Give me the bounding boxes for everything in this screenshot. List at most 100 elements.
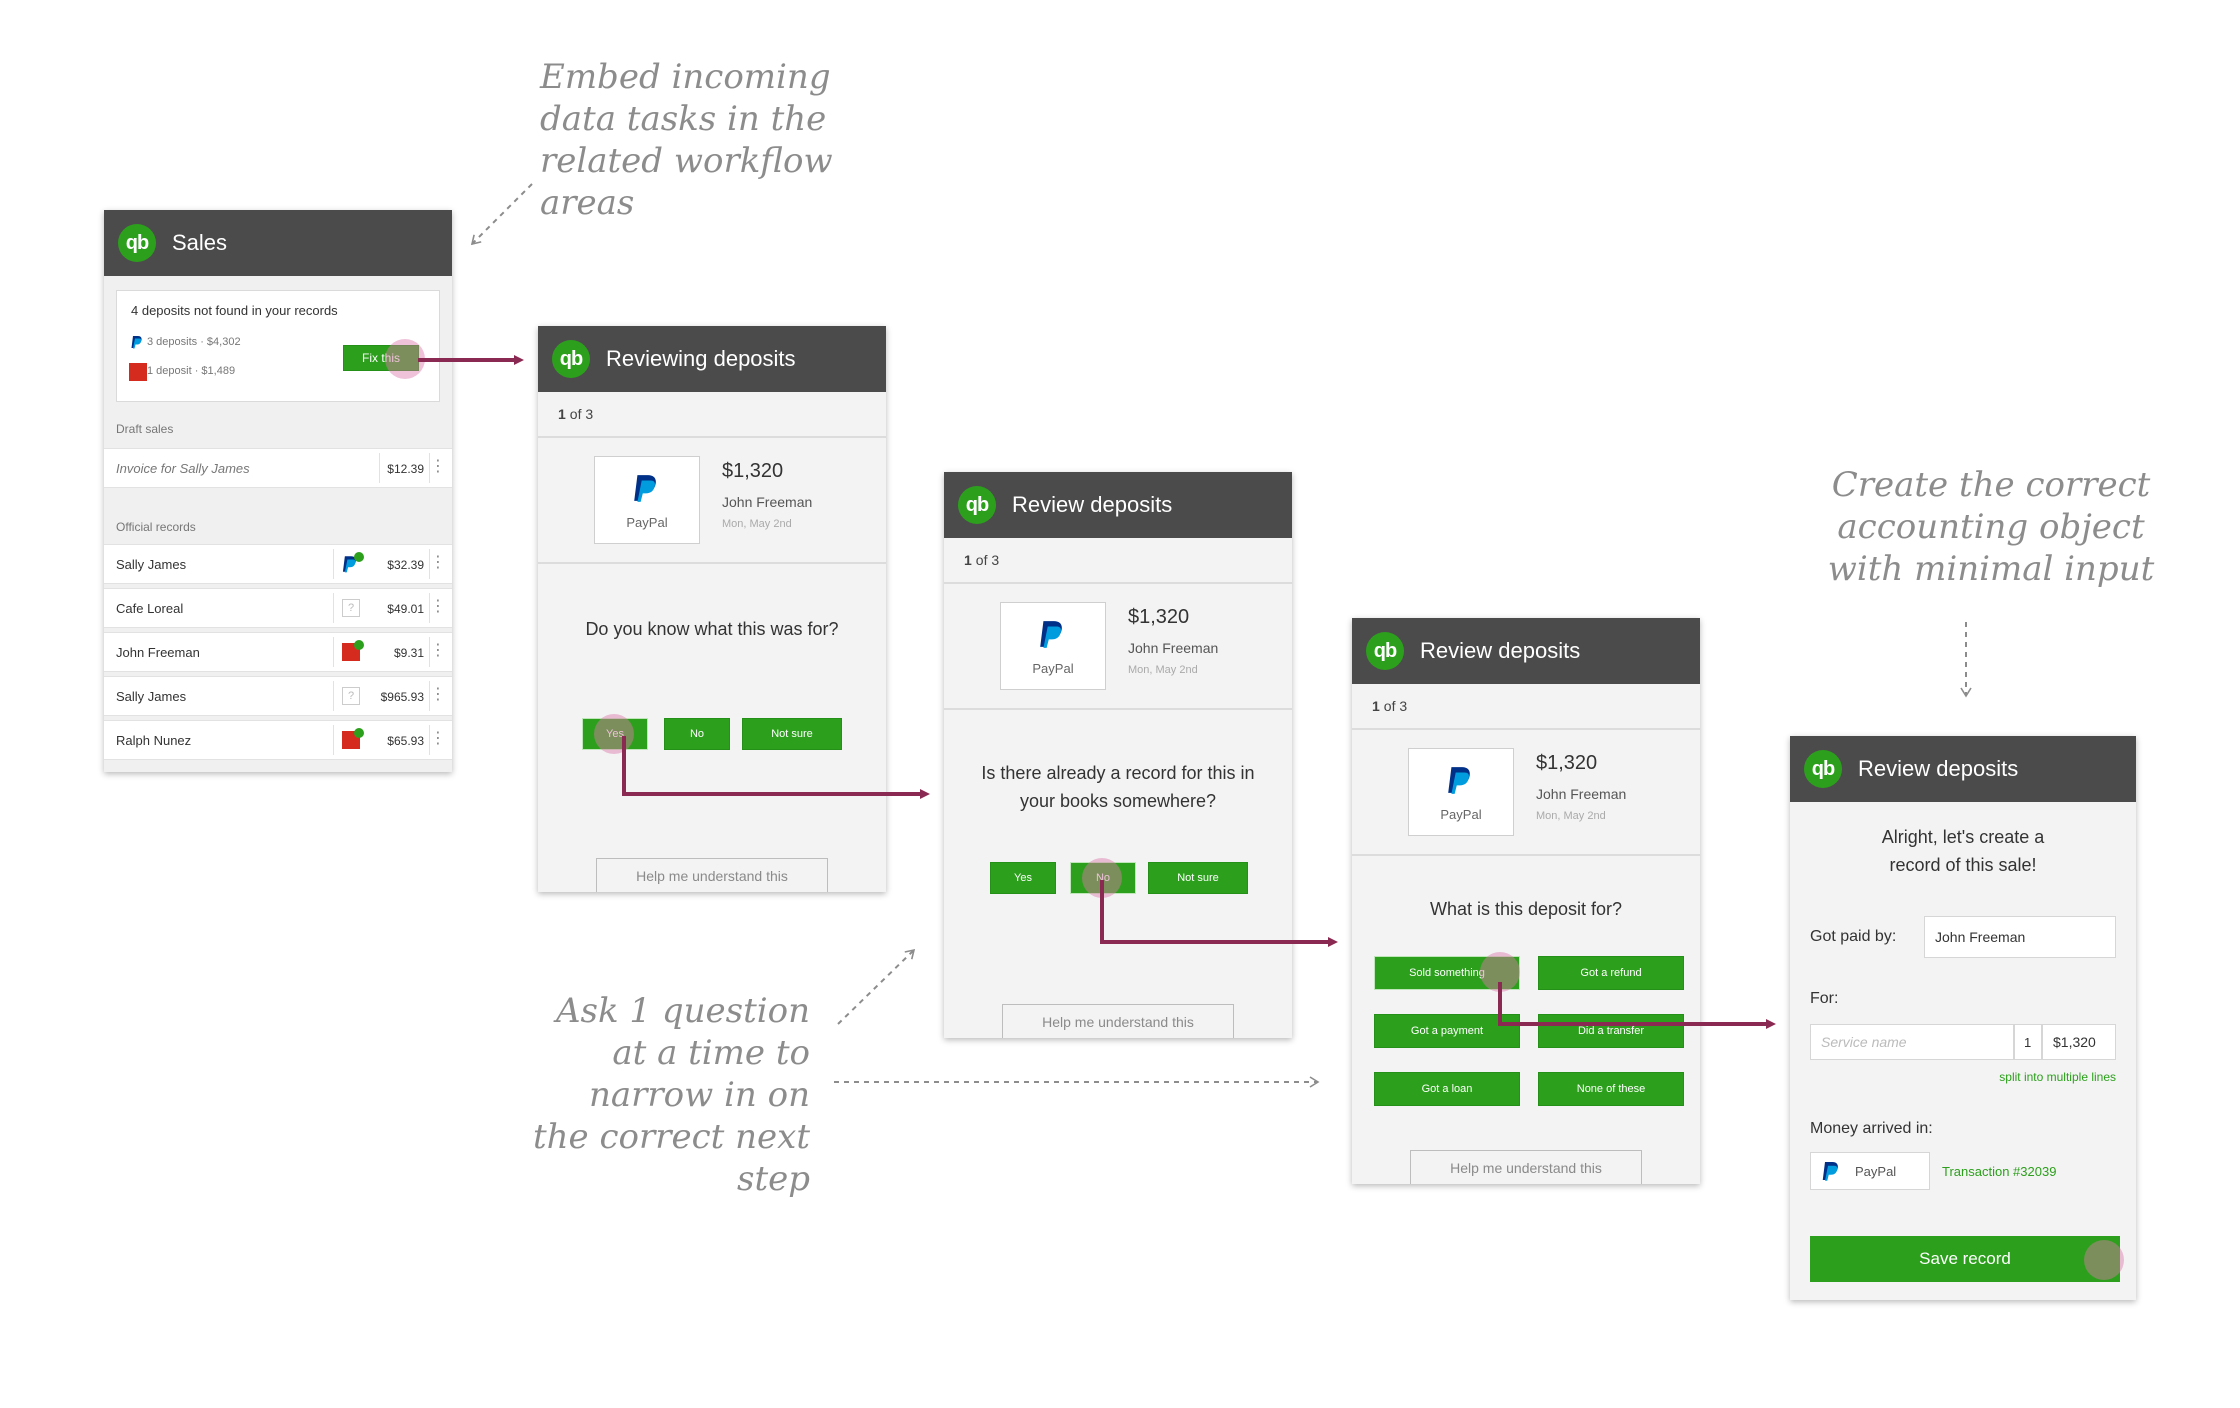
touch-indicator — [594, 714, 634, 754]
deposit-counter: 1 of 3 — [944, 538, 1292, 584]
panel-header: qb Review deposits — [1790, 736, 2136, 802]
record-amount: $65.93 — [387, 734, 424, 748]
more-options-icon[interactable]: ⋮ — [430, 730, 446, 747]
money-arrived-label: Money arrived in: — [1810, 1120, 1933, 1137]
more-options-icon[interactable]: ⋮ — [430, 554, 446, 571]
record-row[interactable]: John Freeman $9.31 ⋮ — [104, 632, 452, 672]
no-button[interactable]: No — [664, 718, 730, 750]
got-a-payment-button[interactable]: Got a payment — [1374, 1014, 1520, 1048]
not-sure-button[interactable]: Not sure — [742, 718, 842, 750]
record-name: Sally James — [116, 689, 187, 704]
bank-icon — [129, 363, 147, 381]
not-sure-button[interactable]: Not sure — [1148, 862, 1248, 894]
customer-field[interactable]: John Freeman — [1924, 916, 2116, 958]
matched-check-icon — [354, 552, 364, 562]
paypal-label: PayPal — [626, 515, 668, 530]
record-row[interactable]: Sally James $32.39 ⋮ — [104, 544, 452, 584]
transaction-link[interactable]: Transaction #32039 — [1942, 1164, 2057, 1179]
annotation-create: Create the correct accounting object wit… — [1827, 465, 2155, 589]
sales-body: 4 deposits not found in your records 3 d… — [104, 276, 452, 772]
unknown-icon: ? — [342, 687, 360, 705]
divider — [333, 637, 334, 667]
counter-total: of 3 — [1383, 698, 1408, 714]
reviewing-deposits-panel: qb Reviewing deposits 1 of 3 PayPal $1,3… — [538, 326, 886, 892]
paypal-tile: PayPal — [1408, 748, 1514, 836]
deposit-counter: 1 of 3 — [1352, 684, 1700, 730]
review-deposits-panel-record: qb Review deposits 1 of 3 PayPal $1,320 … — [944, 472, 1292, 1038]
divider — [429, 637, 430, 667]
alert-row-paypal: 3 deposits · $4,302 — [147, 336, 241, 348]
touch-indicator — [385, 339, 425, 379]
panel-title: Review deposits — [1012, 492, 1173, 517]
draft-row[interactable]: Invoice for Sally James $12.39 ⋮ — [104, 448, 452, 488]
annotation-arrow-ask-up — [837, 948, 916, 1025]
bank-icon — [342, 640, 364, 661]
panel-header: qb Review deposits — [944, 472, 1292, 538]
yes-button[interactable]: Yes — [990, 862, 1056, 894]
deposit-date: Mon, May 2nd — [1536, 810, 1606, 822]
panel-header: qb Reviewing deposits — [538, 326, 886, 392]
review-deposits-panel-purpose: qb Review deposits 1 of 3 PayPal $1,320 … — [1352, 618, 1700, 1184]
record-amount: $965.93 — [380, 690, 424, 704]
deposit-amount: $1,320 — [722, 460, 784, 482]
more-options-icon[interactable]: ⋮ — [430, 458, 446, 475]
deposit-payer: John Freeman — [1128, 640, 1219, 656]
split-lines-link[interactable]: split into multiple lines — [1999, 1070, 2116, 1084]
record-name: Cafe Loreal — [116, 601, 184, 616]
panel-title: Review deposits — [1420, 638, 1581, 663]
service-name-field[interactable]: Service name — [1810, 1024, 2014, 1060]
divider — [379, 453, 380, 483]
none-of-these-button[interactable]: None of these — [1538, 1072, 1684, 1106]
bank-icon — [342, 728, 364, 749]
help-button[interactable]: Help me understand this — [1410, 1150, 1642, 1184]
intro-line-1: Alright, let's create a — [1881, 827, 2045, 847]
annotation-ask: Ask 1 question at a time to narrow in on… — [533, 991, 810, 1199]
paypal-icon — [1039, 619, 1065, 654]
got-a-refund-button[interactable]: Got a refund — [1538, 956, 1684, 990]
got-a-loan-button[interactable]: Got a loan — [1374, 1072, 1520, 1106]
help-button[interactable]: Help me understand this — [1002, 1004, 1234, 1038]
divider — [429, 549, 430, 579]
unknown-icon: ? — [342, 599, 360, 617]
yes-button[interactable]: Yes — [582, 718, 648, 750]
more-options-icon[interactable]: ⋮ — [430, 686, 446, 703]
quickbooks-logo: qb — [1804, 750, 1842, 788]
save-record-button[interactable]: Save record — [1810, 1236, 2120, 1282]
deposits-alert-card: 4 deposits not found in your records 3 d… — [116, 290, 440, 402]
question-line-1: Is there already a record for this in — [981, 763, 1255, 783]
alert-title: 4 deposits not found in your records — [131, 303, 338, 318]
record-row[interactable]: Ralph Nunez $65.93 ⋮ — [104, 720, 452, 760]
draft-sales-label: Draft sales — [116, 422, 174, 436]
quantity-field[interactable]: 1 — [2014, 1024, 2042, 1060]
sold-something-button[interactable]: Sold something — [1374, 956, 1520, 990]
annotation-embed: Embed incoming data tasks in the related… — [540, 57, 833, 223]
question-line-2: your books somewhere? — [1019, 791, 1217, 811]
draft-name: Invoice for Sally James — [116, 461, 250, 476]
for-label: For: — [1810, 990, 1839, 1007]
counter-current: 1 — [1372, 698, 1380, 714]
quickbooks-logo: qb — [1366, 632, 1404, 670]
divider — [429, 593, 430, 623]
deposit-card: PayPal $1,320 John Freeman Mon, May 2nd — [1352, 730, 1700, 856]
help-button[interactable]: Help me understand this — [596, 858, 828, 892]
paypal-label: PayPal — [1032, 661, 1074, 676]
deposit-payer: John Freeman — [722, 494, 813, 510]
panel-title: Review deposits — [1858, 756, 2019, 781]
record-amount: $49.01 — [387, 602, 424, 616]
divider — [333, 725, 334, 755]
record-row[interactable]: Cafe Loreal ? $49.01 ⋮ — [104, 588, 452, 628]
divider — [333, 549, 334, 579]
quickbooks-logo: qb — [552, 340, 590, 378]
line-amount-field[interactable]: $1,320 — [2042, 1024, 2116, 1060]
intro-line-2: record of this sale! — [1889, 855, 2037, 875]
fix-this-button[interactable]: Fix this — [343, 345, 419, 371]
sales-panel: qb Sales 4 deposits not found in your re… — [104, 210, 452, 772]
record-amount: $32.39 — [387, 558, 424, 572]
more-options-icon[interactable]: ⋮ — [430, 642, 446, 659]
touch-indicator — [1480, 952, 1520, 992]
divider — [429, 681, 430, 711]
record-row[interactable]: Sally James ? $965.93 ⋮ — [104, 676, 452, 716]
more-options-icon[interactable]: ⋮ — [430, 598, 446, 615]
counter-current: 1 — [558, 406, 566, 422]
did-a-transfer-button[interactable]: Did a transfer — [1538, 1014, 1684, 1048]
